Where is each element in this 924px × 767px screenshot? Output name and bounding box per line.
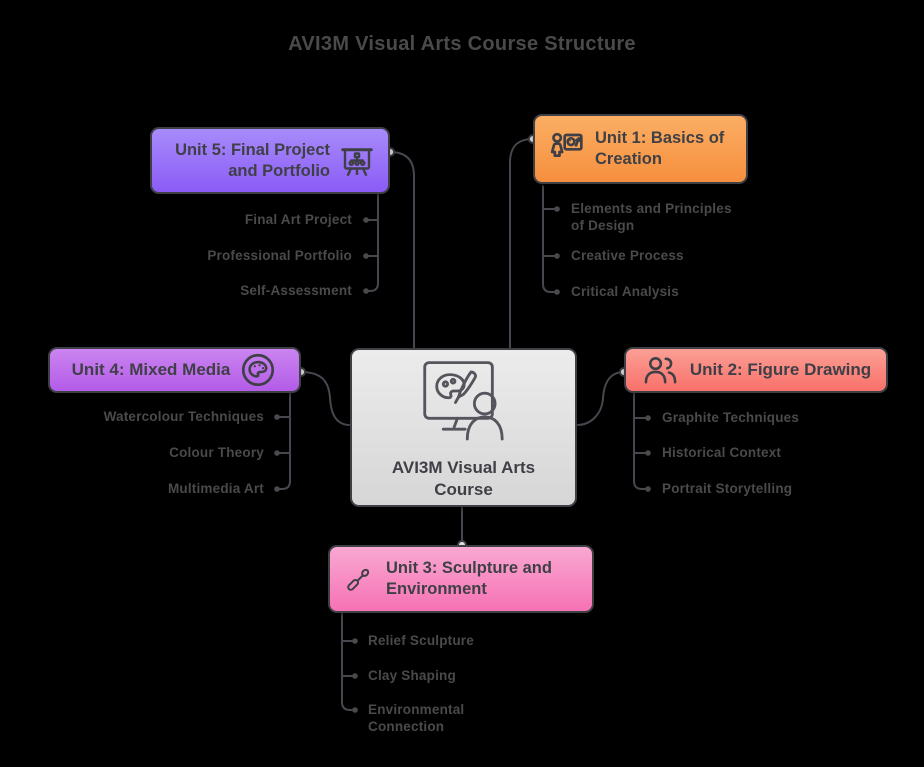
unit4-node[interactable]: Unit 4: Mixed Media bbox=[48, 347, 301, 393]
unit4-subitem: Colour Theory bbox=[169, 445, 264, 460]
unit3-subitem: Relief Sculpture bbox=[368, 633, 474, 648]
spine-unit2 bbox=[633, 392, 646, 490]
center-label: AVI3M Visual Arts Course bbox=[391, 458, 536, 499]
palette-icon bbox=[239, 351, 277, 389]
sub-item-dots bbox=[274, 206, 651, 713]
spine-unit1 bbox=[542, 185, 555, 293]
unit2-subitem: Portrait Storytelling bbox=[662, 481, 793, 496]
unit5-subitem: Professional Portfolio bbox=[207, 248, 352, 263]
presentation-chart-icon bbox=[338, 143, 376, 179]
unit3-label: Unit 3: Sculpture and Environment bbox=[386, 559, 552, 598]
center-node[interactable]: AVI3M Visual Arts Course bbox=[350, 348, 577, 507]
unit5-subitem: Final Art Project bbox=[244, 212, 352, 227]
spine-unit4 bbox=[278, 392, 291, 490]
unit2-subitem: Historical Context bbox=[662, 445, 782, 460]
people-icon bbox=[641, 354, 681, 386]
unit4-subitem: Multimedia Art bbox=[167, 481, 264, 496]
unit2-subitem: Graphite Techniques bbox=[662, 410, 800, 425]
unit1-node[interactable]: Unit 1: Basics of Creation bbox=[533, 114, 748, 184]
unit2-label: Unit 2: Figure Drawing bbox=[689, 360, 872, 380]
unit2-node[interactable]: Unit 2: Figure Drawing bbox=[624, 347, 888, 393]
sculpting-tool-icon bbox=[344, 561, 374, 597]
unit1-subitem: Elements and Principles of Design bbox=[571, 201, 732, 233]
unit5-label: Unit 5: Final Project and Portfolio bbox=[175, 140, 330, 180]
unit5-subitem: Self-Assessment bbox=[240, 283, 352, 298]
art-course-icon bbox=[408, 355, 520, 451]
artist-at-easel-icon bbox=[545, 128, 585, 170]
diagram-title: AVI3M Visual Arts Course Structure bbox=[288, 33, 636, 55]
unit1-subitem: Creative Process bbox=[571, 248, 684, 263]
unit4-label: Unit 4: Mixed Media bbox=[71, 360, 231, 380]
edge-unit2-center bbox=[576, 371, 625, 426]
edge-unit5-center bbox=[389, 151, 415, 349]
unit1-subitem: Critical Analysis bbox=[571, 284, 679, 299]
unit3-node[interactable]: Unit 3: Sculpture and Environment bbox=[328, 545, 594, 613]
edge-unit1-center bbox=[509, 138, 534, 349]
unit3-subitem: Environmental Connection bbox=[368, 702, 465, 734]
unit1-label: Unit 1: Basics of Creation bbox=[595, 129, 725, 168]
unit5-node[interactable]: Unit 5: Final Project and Portfolio bbox=[150, 127, 390, 194]
unit3-subitem: Clay Shaping bbox=[368, 668, 456, 683]
spine-unit5 bbox=[366, 193, 379, 292]
spine-unit3 bbox=[341, 612, 353, 711]
edge-unit4-center bbox=[300, 371, 351, 426]
unit4-subitem: Watercolour Techniques bbox=[103, 409, 264, 424]
